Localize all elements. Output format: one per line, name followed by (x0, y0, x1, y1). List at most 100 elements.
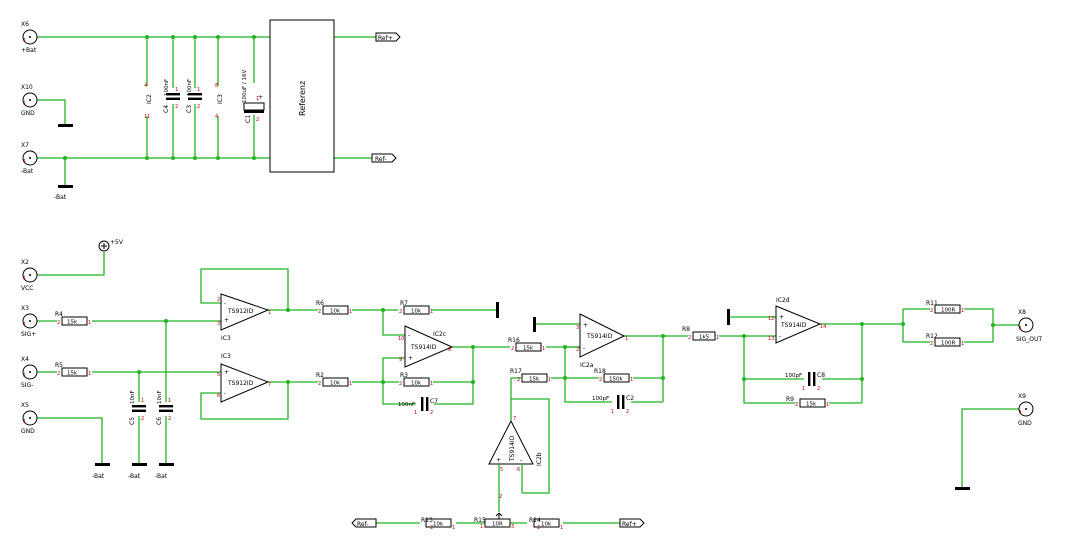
svg-text:TS914ID: TS914ID (586, 333, 613, 340)
connector-x5-label: GND (21, 428, 35, 435)
capacitor-c2: C2 100pF 1 2 (592, 395, 634, 415)
svg-text:R14: R14 (529, 517, 541, 524)
svg-text:C1: C1 (245, 115, 252, 123)
svg-text:+5V: +5V (110, 239, 124, 246)
svg-text:2: 2 (599, 377, 602, 383)
svg-text:8: 8 (215, 83, 218, 89)
connector-x6-label: +Bat (21, 47, 37, 54)
svg-text:-Bat: -Bat (128, 473, 141, 480)
svg-text:R11: R11 (926, 300, 938, 307)
svg-text:-: - (224, 390, 226, 397)
svg-text:R12: R12 (926, 333, 938, 340)
svg-text:IC3: IC3 (221, 335, 231, 342)
capacitor-c1: + C1 100uF / 16V 1 2 (242, 70, 265, 123)
svg-text:2: 2 (930, 308, 933, 314)
svg-text:2: 2 (197, 104, 200, 110)
supply-bar-r7 (496, 302, 499, 318)
svg-text:R6: R6 (316, 300, 324, 307)
svg-text:150k: 150k (609, 377, 623, 383)
svg-text:1: 1 (197, 87, 200, 93)
svg-text:R2: R2 (316, 372, 324, 379)
ic2-power-pins: IC2 4 11 (144, 83, 153, 120)
svg-text:C5: C5 (129, 417, 136, 425)
svg-text:1: 1 (141, 398, 144, 404)
resistor-r18: R18 150k 2 1 (594, 368, 633, 383)
svg-text:100pF: 100pF (592, 396, 609, 402)
capacitor-c6: C6 10nF 1 2 (156, 390, 173, 425)
svg-text:1: 1 (175, 87, 178, 93)
resistor-r13: R13 10k 2 1 (421, 517, 455, 531)
svg-text:1: 1 (548, 377, 551, 383)
capacitor-c3: C3 100nF 1 2 (186, 79, 202, 113)
supply-wiring (30, 35, 376, 185)
port-ref-minus-bottom: Ref- (351, 518, 377, 528)
svg-text:Ref+: Ref+ (378, 35, 393, 42)
resistor-r15: R15 10R 1 3 2 (474, 494, 514, 530)
svg-text:1: 1 (23, 373, 26, 379)
connector-x6-name: X6 (21, 21, 29, 28)
svg-text:-: - (520, 457, 522, 464)
svg-text:1: 1 (268, 310, 271, 316)
svg-text:2: 2 (537, 525, 540, 531)
svg-text:10nF: 10nF (130, 390, 136, 404)
svg-text:TS914ID: TS914ID (780, 322, 807, 329)
svg-text:1: 1 (23, 38, 26, 44)
resistor-r17: R17 15k 2 1 (510, 368, 551, 383)
svg-text:IC2: IC2 (146, 94, 153, 104)
capacitor-c8: C8 100pF 1 2 (785, 372, 825, 392)
connector-x5-name: X5 (21, 402, 29, 409)
svg-text:1: 1 (1019, 326, 1022, 332)
svg-text:1: 1 (961, 341, 964, 347)
opamp-ic2d: + - TS914ID IC2d 12 13 14 (768, 297, 826, 344)
svg-text:2: 2 (430, 525, 433, 531)
svg-text:-Bat: -Bat (155, 473, 168, 480)
connector-x7-name: X7 (21, 142, 29, 149)
svg-text:1: 1 (802, 386, 805, 392)
svg-text:+: + (496, 457, 501, 464)
svg-text:1: 1 (23, 419, 26, 425)
connector-x5: X5 GND 1 (21, 402, 38, 435)
opamp-ic2b: + - TS914ID IC2b 5 6 7 (488, 399, 543, 493)
svg-text:2: 2 (57, 320, 60, 326)
resistor-r7: R7 10k 2 1 (399, 300, 433, 315)
svg-text:R5: R5 (55, 362, 63, 369)
svg-text:5: 5 (217, 372, 220, 378)
svg-text:+: + (258, 94, 263, 101)
svg-text:Ref-: Ref- (357, 521, 369, 528)
svg-text:1: 1 (625, 336, 628, 342)
svg-text:2: 2 (499, 494, 502, 500)
svg-text:3: 3 (576, 325, 579, 331)
svg-text:TS914ID: TS914ID (509, 435, 516, 462)
svg-text:IC2a: IC2a (580, 362, 594, 369)
svg-text:2: 2 (795, 402, 798, 408)
svg-text:R13: R13 (421, 517, 433, 524)
svg-text:7: 7 (513, 416, 516, 422)
svg-text:2: 2 (318, 381, 321, 387)
svg-text:2: 2 (930, 341, 933, 347)
resistor-r2: R2 10k 2 1 (316, 372, 352, 387)
svg-text:IC2b: IC2b (536, 452, 543, 466)
svg-text:8: 8 (448, 347, 451, 353)
ground-symbol-x9 (955, 487, 970, 490)
svg-text:100nF: 100nF (187, 79, 193, 96)
svg-text:10k: 10k (330, 309, 341, 315)
port-ref-plus-top: Ref+ (375, 32, 401, 42)
svg-text:TS914ID: TS914ID (410, 344, 437, 351)
svg-text:10k: 10k (411, 309, 422, 315)
opamp-ic3-top: - + TS912ID IC3 2 3 1 (217, 293, 271, 342)
svg-text:2: 2 (688, 335, 691, 341)
svg-text:1: 1 (23, 101, 26, 107)
svg-text:3: 3 (511, 524, 514, 530)
svg-text:10k: 10k (433, 522, 444, 528)
svg-text:1k5: 1k5 (699, 335, 710, 341)
connector-x2: X2 VCC 1 (21, 259, 38, 292)
svg-text:R4: R4 (55, 311, 63, 318)
svg-text:1: 1 (430, 381, 433, 387)
svg-text:R3: R3 (400, 372, 408, 379)
connector-x10-name: X10 (21, 84, 33, 91)
connector-x2-label: VCC (21, 285, 33, 292)
svg-text:-: - (779, 333, 781, 340)
svg-text:1: 1 (349, 309, 352, 315)
svg-text:100R: 100R (941, 308, 955, 314)
